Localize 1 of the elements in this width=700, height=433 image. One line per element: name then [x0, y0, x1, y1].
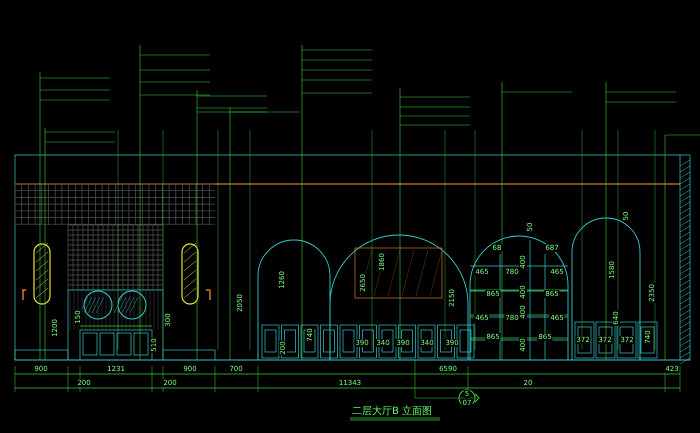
drawing-title: 二层大厅B 立面图 [352, 404, 432, 418]
